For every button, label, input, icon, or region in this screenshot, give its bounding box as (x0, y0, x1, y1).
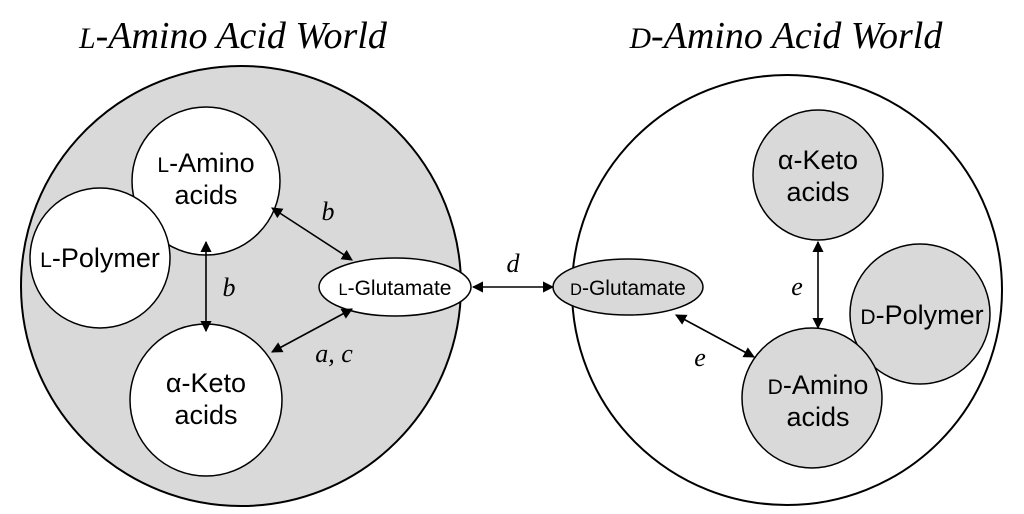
alpha-keto-acids-right-label-line1: α-Keto (778, 145, 858, 175)
alpha-keto-acids-node-right (752, 109, 884, 241)
d-glutamate-label: D-Glutamate (570, 277, 686, 300)
d-amino-acids-label-line1: D-Amino (768, 370, 869, 400)
d-amino-acids-label-line2: acids (786, 402, 849, 432)
l-polymer-label: L-Polymer (40, 243, 160, 273)
reaction-label-d: d (507, 249, 521, 278)
l-polymer-node (29, 187, 171, 329)
l-glutamate-label: L-Glutamate (339, 277, 452, 300)
alpha-keto-acids-right-label-line2: acids (786, 177, 849, 207)
l-amino-acids-label-line1: L-Amino (157, 148, 254, 178)
alpha-keto-acids-left-label-line1: α-Keto (166, 368, 246, 398)
d-glutamate-node (552, 258, 704, 316)
reaction-label-b-left: b (223, 273, 236, 302)
alpha-keto-acids-left-label-line2: acids (174, 400, 237, 430)
arrow-d-glutamate-to-d-amino (675, 314, 755, 358)
reaction-label-e-bottom: e (694, 343, 706, 372)
left-world-title: L-Amino Acid World (78, 15, 388, 57)
arrow-keto-to-l-glutamate (271, 308, 353, 353)
right-world-title: D-Amino Acid World (629, 15, 944, 57)
l-glutamate-node (318, 257, 472, 317)
l-amino-acids-label-line2: acids (174, 180, 237, 210)
d-polymer-label: D-Polymer (860, 300, 983, 330)
reaction-label-e-right: e (791, 272, 803, 301)
arrow-l-amino-to-l-glutamate (271, 207, 353, 261)
reaction-label-a-c: a, c (315, 339, 353, 368)
d-polymer-node (849, 243, 991, 385)
d-amino-acids-node (741, 327, 883, 469)
reaction-label-b-top: b (322, 197, 335, 226)
